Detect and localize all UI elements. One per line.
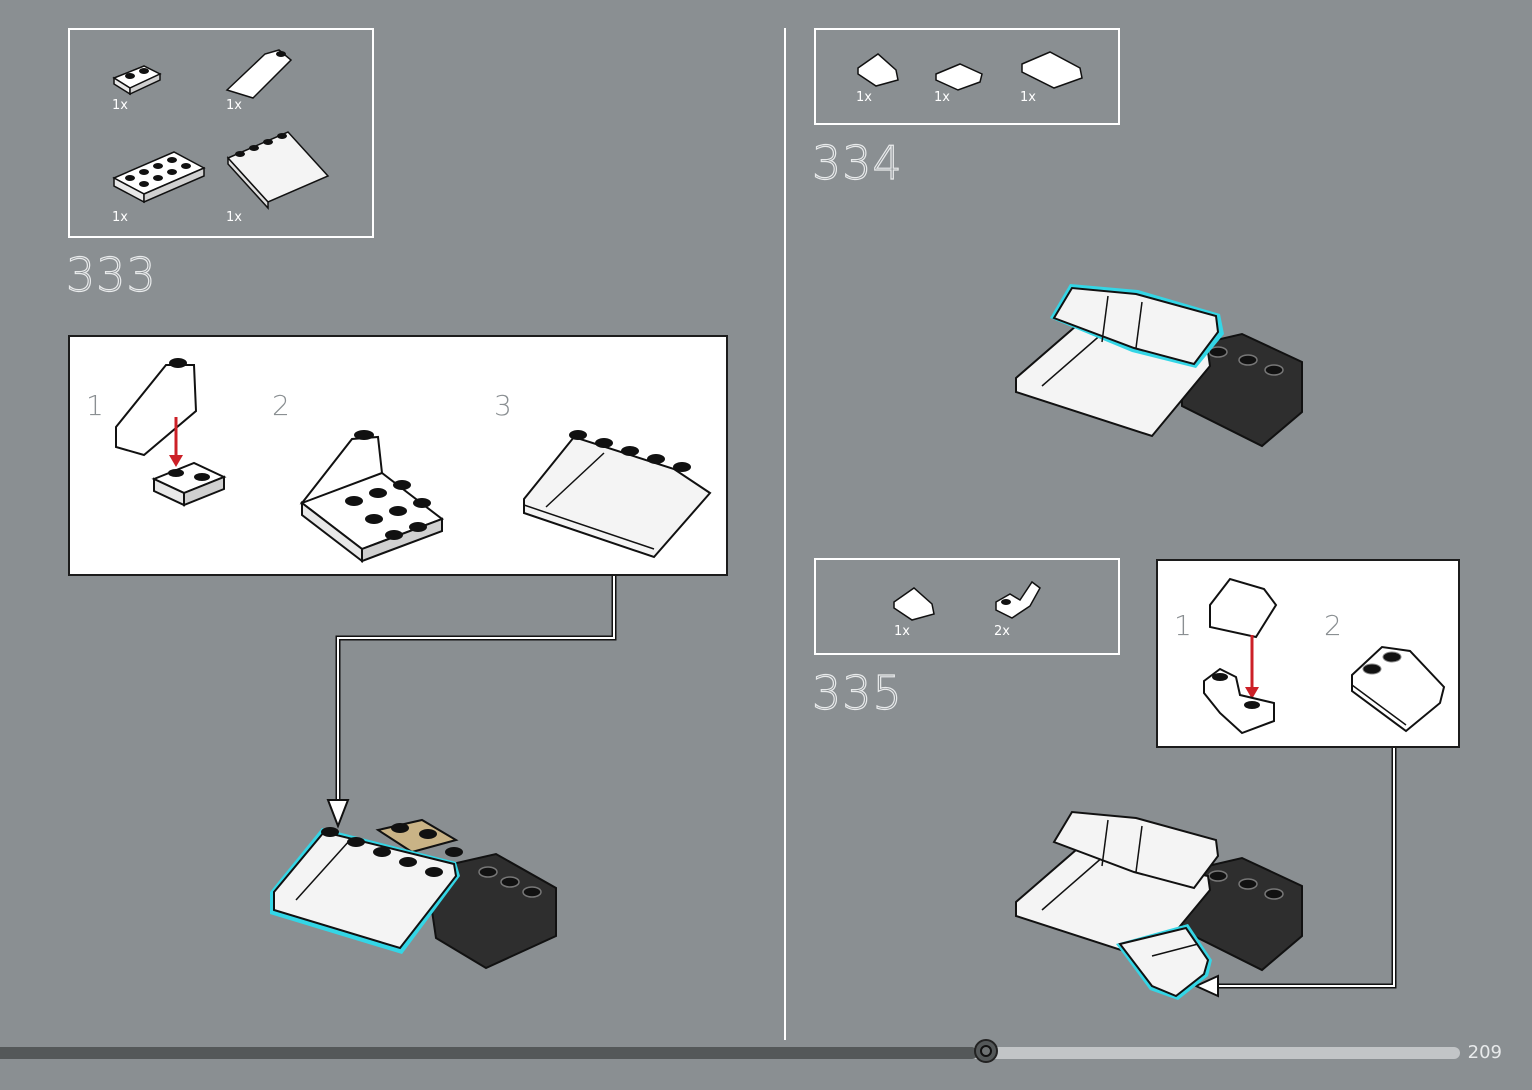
page-number: 209	[1468, 1042, 1502, 1063]
progress-fill	[0, 1047, 978, 1059]
step-335-model-illustration	[1012, 806, 1312, 1006]
progress-marker-icon	[974, 1039, 998, 1063]
